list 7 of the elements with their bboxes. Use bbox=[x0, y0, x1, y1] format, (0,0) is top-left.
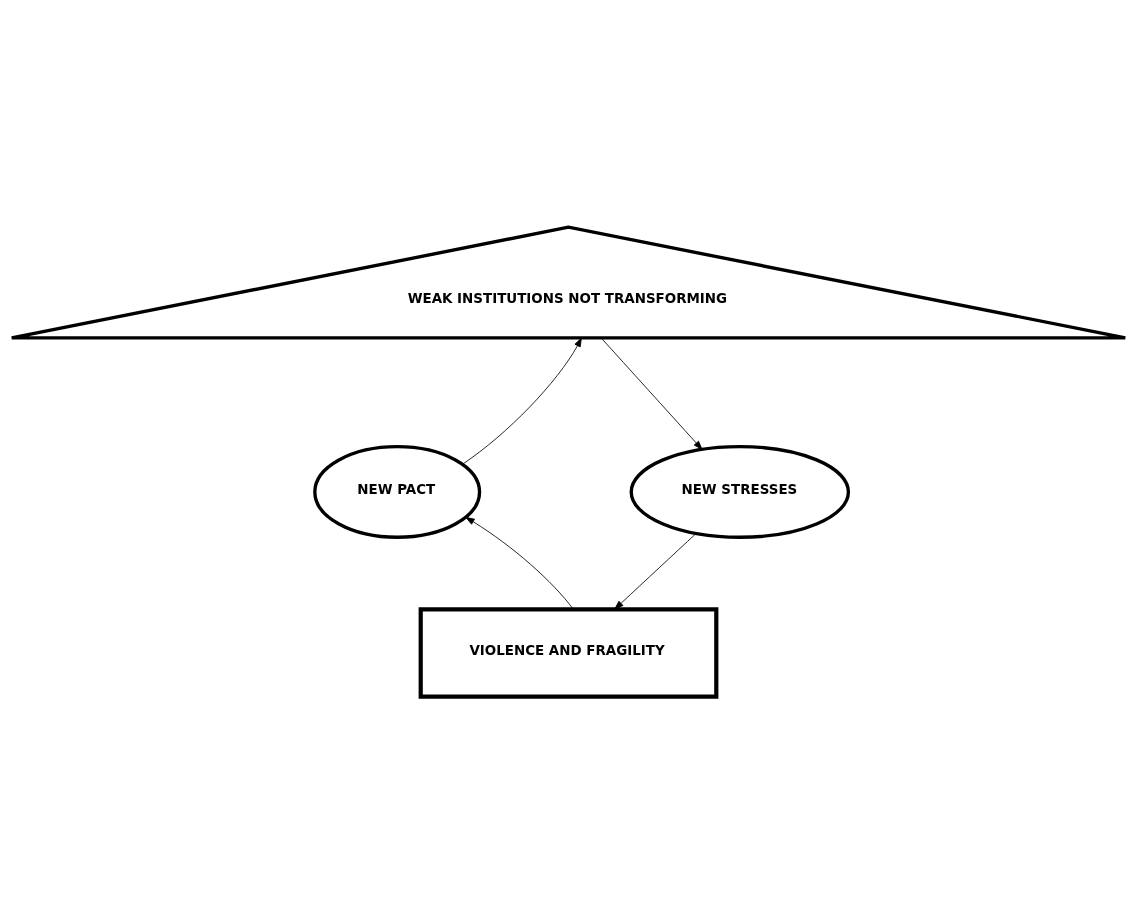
arrow bbox=[465, 516, 574, 610]
arrow bbox=[462, 337, 582, 465]
node-box: VIOLENCE AND FRAGILITY bbox=[418, 606, 719, 699]
arrow bbox=[600, 337, 703, 450]
node-ellipse: NEW STRESSES bbox=[629, 444, 851, 539]
arrow bbox=[614, 532, 697, 609]
node-ellipse: NEW PACT bbox=[313, 444, 482, 539]
